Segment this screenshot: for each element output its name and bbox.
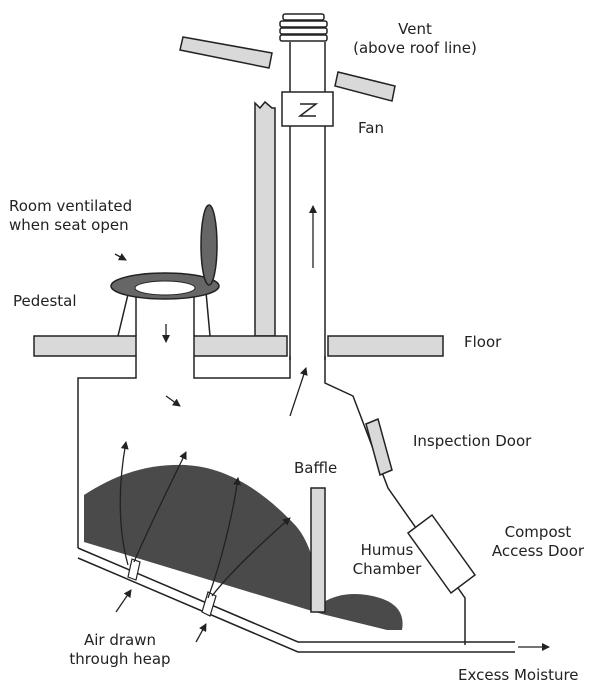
arrow-heap-4: [211, 517, 291, 597]
air-tube-2: [201, 591, 217, 617]
chamber-floor-upper: [77, 547, 515, 643]
excess-moisture-label: Excess Moisture: [458, 666, 579, 684]
chamber-floor-lower: [77, 557, 515, 653]
baffle-label: Baffle: [294, 459, 338, 477]
toilet-seat-hole: [134, 280, 196, 296]
compost-heap: [84, 464, 322, 614]
room-ventilated-label: Room ventilated when seat open: [9, 197, 133, 234]
arrow-heap-2: [133, 451, 187, 563]
chamber-top-middle: [193, 356, 291, 379]
fan-icon: [281, 91, 334, 127]
arrow-room-to-seat: [114, 253, 127, 261]
vent-cap: [279, 13, 328, 42]
air-tube-1: [127, 558, 141, 581]
arrow-heap-3: [207, 477, 241, 599]
floor-slab-middle: [193, 335, 288, 357]
compost-access-door-label: Compost Access Door: [491, 523, 585, 560]
inspection-door: [365, 417, 393, 477]
roof-line-left: [179, 36, 273, 69]
pedestal-right-leg: [205, 291, 211, 337]
arrow-air-in-1: [115, 589, 132, 613]
chamber-top-left: [77, 356, 137, 548]
arrow-to-pipe: [289, 367, 308, 417]
compost-heap-lower: [322, 593, 403, 630]
roof-line-right: [334, 71, 396, 102]
vent-label: Vent (above roof line): [353, 20, 477, 57]
compost-access-door: [406, 513, 477, 595]
inspection-door-label: Inspection Door: [413, 432, 532, 450]
fan-label: Fan: [358, 119, 384, 137]
toilet-lid: [200, 204, 218, 286]
floor-label: Floor: [464, 333, 502, 351]
arrow-chamber-diag: [165, 395, 181, 407]
airflow-arrows: [114, 205, 550, 651]
air-drawn-label: Air drawn through heap: [69, 631, 171, 668]
arrow-air-in-2: [195, 623, 207, 643]
wall-column: [254, 100, 276, 337]
humus-chamber-label: Humus Chamber: [352, 541, 422, 578]
floor-slab-left: [33, 335, 137, 357]
baffle: [310, 487, 326, 613]
floor-slab-right: [327, 335, 444, 357]
pedestal-label: Pedestal: [13, 292, 77, 310]
arrow-heap-1: [119, 441, 129, 566]
